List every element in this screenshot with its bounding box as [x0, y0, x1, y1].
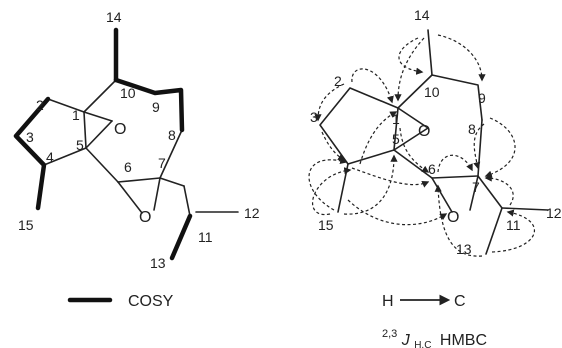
left-atom-2: 2 — [36, 97, 44, 113]
right-atom-3: 3 — [310, 109, 318, 125]
left-atom-14: 14 — [106, 9, 122, 25]
right-oxygen-lower: O — [447, 209, 459, 226]
right-atom-11: 11 — [506, 217, 521, 233]
right-atom-9: 9 — [478, 90, 486, 106]
left-atom-5: 5 — [76, 137, 84, 153]
right-atom-13: 13 — [456, 241, 472, 257]
right-atom-12: 12 — [546, 205, 562, 221]
left-atom-13: 13 — [150, 255, 166, 271]
hmbc-legend-from: H — [382, 293, 394, 310]
left-atom-3: 3 — [26, 129, 34, 145]
right-skeleton-bonds — [319, 29, 549, 255]
right-atom-15: 15 — [318, 217, 334, 233]
right-atom-1: 1 — [392, 111, 400, 127]
right-hmbc-arrows — [308, 34, 536, 257]
right-atom-14: 14 — [414, 7, 430, 23]
right-atom-2: 2 — [334, 73, 342, 89]
left-atom-9: 9 — [152, 99, 160, 115]
left-skeleton-bonds — [43, 79, 239, 217]
left-atom-6: 6 — [124, 159, 132, 175]
hmbc-legend-caption: 2,3 J H,C HMBC — [382, 324, 487, 348]
hmbc-j: J — [401, 332, 411, 348]
left-atom-15: 15 — [18, 217, 34, 233]
hmbc-legend-to: C — [454, 293, 466, 310]
hmbc-superscript: 2,3 — [382, 328, 397, 340]
left-atom-4: 4 — [46, 149, 54, 165]
right-atom-5: 5 — [392, 131, 400, 147]
left-atom-1: 1 — [72, 107, 80, 123]
right-oxygen-upper: O — [418, 123, 430, 140]
left-atom-10: 10 — [120, 85, 136, 101]
left-structure: 14 10 9 8 1 2 3 5 4 6 7 15 11 12 13 O O — [13, 9, 260, 271]
legend: COSY H C 2,3 J H,C HMBC — [67, 293, 487, 348]
left-atom-8: 8 — [168, 127, 176, 143]
cosy-legend-label: COSY — [128, 293, 174, 310]
right-atom-8: 8 — [468, 121, 476, 137]
right-structure: 14 2 10 9 1 3 5 8 6 7 15 11 12 13 O O — [308, 7, 562, 257]
right-atom-7: 7 — [472, 179, 480, 195]
left-oxygen-upper: O — [114, 121, 126, 138]
hmbc-subscript: H,C — [414, 340, 431, 348]
right-atom-6: 6 — [428, 161, 436, 177]
hmbc-label: HMBC — [440, 332, 487, 348]
left-atom-11: 11 — [198, 229, 213, 245]
left-cosy-bonds — [13, 27, 193, 261]
left-oxygen-lower: O — [139, 209, 151, 226]
left-atom-12: 12 — [244, 205, 260, 221]
left-atom-7: 7 — [158, 155, 166, 171]
right-atom-10: 10 — [424, 84, 440, 100]
